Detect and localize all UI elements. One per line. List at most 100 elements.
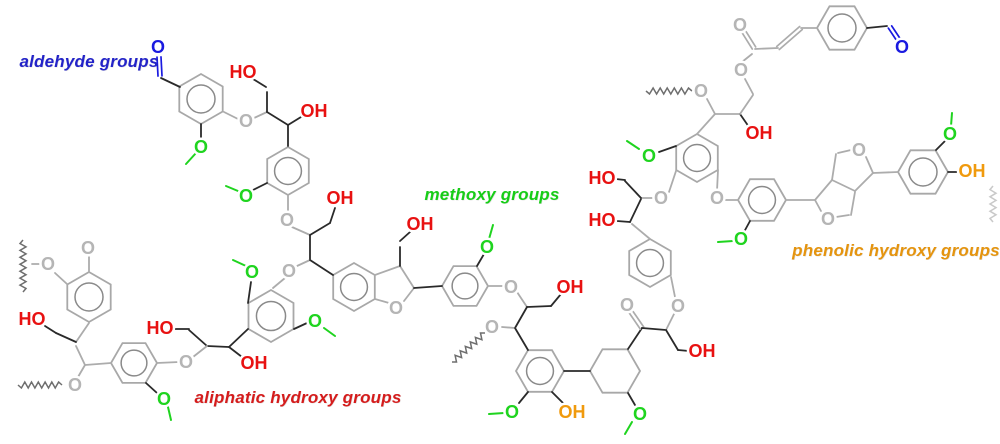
bond: [866, 25, 888, 29]
atom-label-red-HO: HO: [19, 309, 46, 329]
bond: [935, 140, 946, 151]
atom-label-gray-O: O: [671, 296, 685, 316]
atom-label-red-HO: HO: [589, 168, 616, 188]
polymer-continuation-squiggle: [17, 380, 63, 390]
bond: [716, 169, 719, 192]
methyl-stick: [185, 152, 197, 165]
bond: [741, 53, 753, 63]
aromatic-circle: [451, 272, 479, 300]
atom-label-blue-O: O: [151, 37, 165, 57]
bond: [514, 327, 529, 351]
aromatic-circle: [120, 349, 148, 377]
methyl-stick: [717, 240, 734, 243]
atom-label-blue-O: O: [895, 37, 909, 57]
bond: [55, 332, 77, 343]
methyl-stick: [167, 406, 172, 421]
atom-label-gray-O: O: [389, 298, 403, 318]
atom-label-green-O: O: [157, 389, 171, 409]
bond: [551, 391, 564, 404]
bond: [814, 199, 822, 212]
bond: [865, 156, 874, 174]
atom-label-green-O: O: [943, 124, 957, 144]
atom-label-gray-O: O: [821, 209, 835, 229]
bond: [627, 327, 643, 350]
aromatic-circle: [635, 248, 665, 278]
bond: [743, 220, 751, 233]
atom-label-gray-O: O: [280, 210, 294, 230]
methyl-stick: [626, 140, 640, 150]
bond: [627, 392, 636, 406]
bond: [223, 111, 239, 120]
bond: [252, 78, 267, 88]
label-methoxy-groups: methoxy groups: [424, 185, 560, 204]
bond: [476, 253, 485, 267]
double-bond: [778, 28, 804, 51]
atom-label-red-OH: OH: [301, 101, 328, 121]
methyl-stick: [323, 327, 336, 337]
bond: [754, 47, 779, 50]
aromatic-circle: [908, 157, 938, 187]
bond: [501, 326, 516, 329]
bond: [739, 113, 750, 128]
benzene-ring: [736, 178, 788, 222]
atom-label-gray-O: O: [68, 375, 82, 395]
atom-label-green-O: O: [308, 311, 322, 331]
double-bond: [156, 56, 159, 77]
atom-label-gray-O: O: [282, 261, 296, 281]
atom-label-red-OH: OH: [557, 277, 584, 297]
bond: [615, 178, 626, 181]
bond: [624, 180, 642, 199]
bond: [252, 182, 268, 191]
polymer-continuation-squiggle: [452, 332, 485, 363]
double-bond: [775, 25, 801, 48]
bond: [329, 207, 336, 224]
atom-label-gray-O: O: [654, 188, 668, 208]
bond: [266, 111, 289, 126]
bond: [287, 116, 302, 126]
bond: [145, 382, 158, 394]
bond: [77, 364, 86, 378]
atom-label-gray-O: O: [852, 140, 866, 160]
atom-label-red-OH: OH: [689, 341, 716, 361]
benzene-ring: [896, 149, 950, 195]
bond: [54, 272, 68, 285]
atom-label-green-O: O: [633, 404, 647, 424]
bond: [665, 329, 679, 351]
bond: [291, 226, 311, 236]
polymer-continuation-squiggle: [18, 239, 28, 293]
bond: [854, 172, 874, 192]
aromatic-circle: [186, 84, 216, 114]
bond: [526, 305, 552, 308]
aromatic-circle: [74, 282, 104, 312]
methyl-stick: [225, 185, 239, 192]
atom-label-red-OH: OH: [407, 214, 434, 234]
bond: [160, 77, 181, 88]
atom-label-gray-O: O: [239, 111, 253, 131]
benzene-ring: [628, 237, 672, 289]
bond: [413, 285, 443, 289]
aromatic-circle: [273, 156, 303, 186]
bond: [206, 345, 230, 348]
bond: [835, 214, 850, 218]
atom-label-gray-O: O: [710, 188, 724, 208]
aromatic-circle: [682, 143, 712, 173]
aromatic-circle: [255, 300, 287, 332]
bond: [744, 78, 754, 95]
bond: [192, 345, 208, 358]
aromatic-circle: [525, 356, 555, 386]
bond: [253, 111, 268, 119]
atom-label-gray-O: O: [504, 277, 518, 297]
bond: [641, 327, 667, 331]
atom-label-red-HO: HO: [147, 318, 174, 338]
atom-label-red-OH: OH: [327, 188, 354, 208]
bond: [831, 179, 856, 192]
atom-label-green-O: O: [194, 137, 208, 157]
bond: [629, 198, 642, 223]
benzene-ring: [815, 5, 869, 51]
bond: [739, 94, 754, 115]
bond: [399, 265, 415, 289]
aromatic-circle: [747, 185, 777, 215]
double-bond: [887, 27, 898, 41]
